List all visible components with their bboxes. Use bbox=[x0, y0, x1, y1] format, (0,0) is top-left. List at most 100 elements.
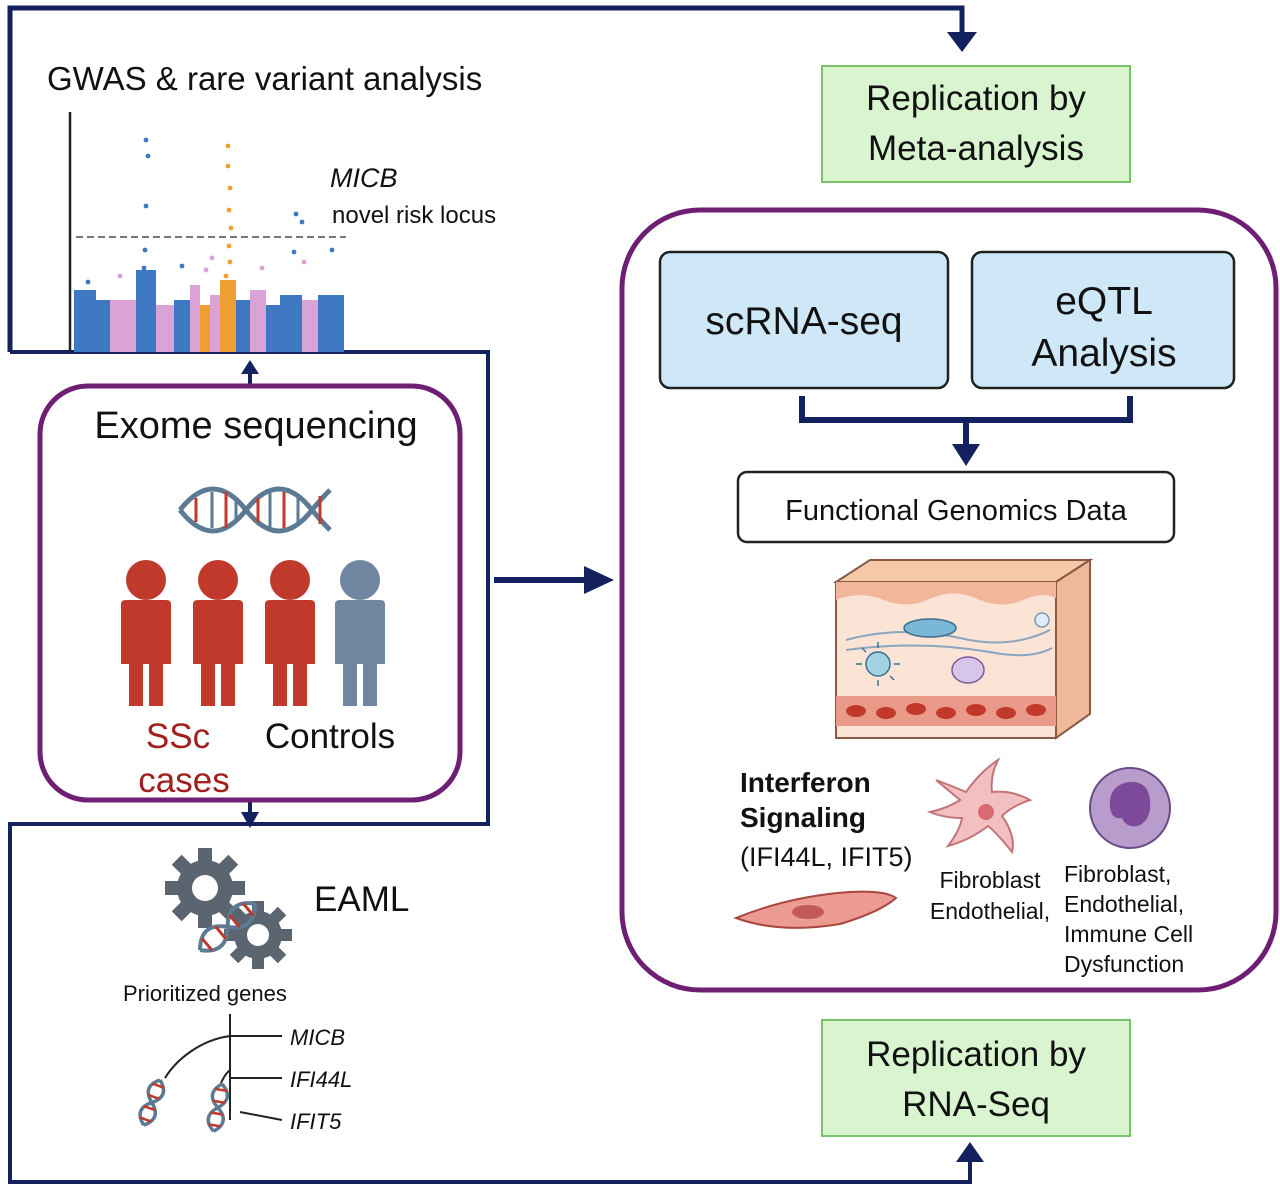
manhattan-snp-point bbox=[143, 203, 149, 209]
replication-rna-seq-box bbox=[821, 1019, 1131, 1137]
immune-cell-icon bbox=[1089, 767, 1171, 849]
arrow-to-functional bbox=[584, 566, 614, 594]
eqtl-label-line1: eQTL bbox=[1055, 280, 1153, 323]
arrow-down-to-fgd bbox=[952, 444, 980, 466]
novel-risk-locus-label: novel risk locus bbox=[332, 202, 496, 229]
manhattan-snp-point bbox=[259, 265, 265, 271]
manhattan-chromosome-block bbox=[220, 280, 236, 352]
eqtl-analysis-box bbox=[970, 250, 1236, 390]
eqtl-label-line2: Analysis bbox=[1031, 332, 1176, 375]
manhattan-chromosome-block bbox=[190, 285, 200, 352]
manhattan-chromosome-block bbox=[236, 300, 250, 352]
replication-meta-analysis-box bbox=[821, 65, 1131, 183]
manhattan-chromosome-block bbox=[318, 295, 344, 352]
manhattan-chromosome-block bbox=[96, 300, 110, 352]
manhattan-snp-point bbox=[142, 247, 148, 253]
manhattan-chromosome-block bbox=[280, 295, 302, 352]
micb-gene-label: MICB bbox=[330, 163, 398, 193]
arrow-exome-to-eaml bbox=[241, 812, 259, 828]
arrow-exome-to-gwas bbox=[241, 360, 259, 374]
manhattan-chromosome-block bbox=[174, 300, 190, 352]
manhattan-chromosome-block bbox=[302, 300, 318, 352]
manhattan-chromosome-block bbox=[200, 305, 210, 352]
endothelial-cell-icon bbox=[733, 890, 898, 929]
cell-label-b-line4: Dysfunction bbox=[1064, 951, 1184, 977]
cell-label-b-line3: Immune Cell bbox=[1064, 921, 1193, 947]
cell-label-a-line1: Fibroblast bbox=[940, 867, 1042, 893]
manhattan-chromosome-block bbox=[156, 305, 174, 352]
manhattan-chromosome-block bbox=[266, 305, 280, 352]
gear-dna-icon bbox=[165, 848, 292, 969]
interferon-label-line1: Interferon bbox=[740, 767, 871, 798]
cell-label-b-line1: Fibroblast, bbox=[1064, 861, 1171, 887]
exome-title: Exome sequencing bbox=[94, 405, 417, 447]
control-person-icon bbox=[335, 560, 385, 706]
manhattan-snp-point bbox=[329, 247, 335, 253]
manhattan-snp-point bbox=[203, 267, 209, 273]
gene-micb: MICB bbox=[290, 1025, 345, 1050]
replication-rna-line2: RNA-Seq bbox=[902, 1085, 1050, 1124]
ssc-cases-label-line1: SSc bbox=[146, 717, 210, 756]
manhattan-plot bbox=[68, 112, 346, 352]
manhattan-snp-point bbox=[291, 249, 297, 255]
manhattan-snp-point bbox=[227, 259, 233, 265]
replication-meta-line1: Replication by bbox=[866, 79, 1086, 118]
cell-label-b-line2: Endothelial, bbox=[1064, 891, 1184, 917]
tissue-illustration bbox=[832, 558, 1094, 740]
prioritized-genes-label: Prioritized genes bbox=[123, 981, 287, 1006]
fibroblast-cell-icon bbox=[926, 757, 1033, 855]
manhattan-chromosome-block bbox=[210, 295, 220, 352]
manhattan-snp-point bbox=[226, 207, 232, 213]
ssc-case-person-icon-3 bbox=[265, 560, 315, 706]
top-loop-connector bbox=[7, 5, 965, 352]
replication-meta-line2: Meta-analysis bbox=[868, 129, 1084, 168]
manhattan-snp-point bbox=[299, 219, 305, 225]
manhattan-snp-point bbox=[141, 265, 147, 271]
manhattan-snp-point bbox=[228, 225, 234, 231]
manhattan-snp-point bbox=[143, 137, 149, 143]
manhattan-snp-point bbox=[226, 243, 232, 249]
functional-genomics-data-label: Functional Genomics Data bbox=[785, 495, 1128, 527]
gene-ifi44l: IFI44L bbox=[290, 1067, 352, 1092]
interferon-label-line2: Signaling bbox=[740, 802, 866, 833]
scrna-seq-label: scRNA-seq bbox=[705, 300, 902, 343]
functional-genomics-data-box bbox=[736, 470, 1176, 544]
merge-bracket-connector bbox=[799, 396, 1133, 446]
ssc-cases-label-line2: cases bbox=[138, 761, 229, 800]
manhattan-snp-point bbox=[225, 143, 231, 149]
interferon-genes-label: (IFI44L, IFIT5) bbox=[740, 842, 913, 872]
manhattan-snp-point bbox=[301, 259, 307, 265]
manhattan-snp-point bbox=[145, 153, 151, 159]
gene-ifit5: IFIT5 bbox=[290, 1109, 342, 1134]
gwas-title: GWAS & rare variant analysis bbox=[47, 60, 482, 97]
controls-label: Controls bbox=[265, 717, 395, 756]
manhattan-chromosome-block bbox=[136, 270, 156, 352]
cell-label-a-line2: Endothelial, bbox=[930, 898, 1050, 924]
manhattan-snp-point bbox=[179, 263, 185, 269]
manhattan-chromosome-block bbox=[250, 290, 266, 352]
ssc-case-person-icon-1 bbox=[121, 560, 171, 706]
manhattan-snp-point bbox=[117, 273, 123, 279]
ssc-case-person-icon-2 bbox=[193, 560, 243, 706]
arrow-down-to-meta-analysis bbox=[947, 32, 977, 52]
manhattan-dots bbox=[85, 137, 335, 285]
arrow-up-to-rna-seq bbox=[956, 1142, 984, 1162]
manhattan-chromosome-block bbox=[110, 300, 136, 352]
gene-tree-dna-icon-right bbox=[206, 1082, 230, 1133]
gene-tree-dna-icon-left bbox=[138, 1078, 166, 1127]
manhattan-snp-point bbox=[227, 185, 233, 191]
dna-helix-icon bbox=[178, 486, 332, 534]
replication-rna-line1: Replication by bbox=[866, 1035, 1086, 1074]
manhattan-chromosome-block bbox=[74, 290, 96, 352]
manhattan-snp-point bbox=[225, 163, 231, 169]
eaml-title: EAML bbox=[314, 880, 409, 919]
manhattan-snp-point bbox=[85, 279, 91, 285]
manhattan-snp-point bbox=[209, 255, 215, 261]
exome-sequencing-box bbox=[37, 383, 463, 803]
manhattan-snp-point bbox=[293, 211, 299, 217]
manhattan-bars bbox=[74, 270, 344, 352]
manhattan-snp-point bbox=[223, 273, 229, 279]
exome-loop-connector bbox=[8, 350, 972, 1184]
scrna-seq-box bbox=[658, 250, 950, 390]
